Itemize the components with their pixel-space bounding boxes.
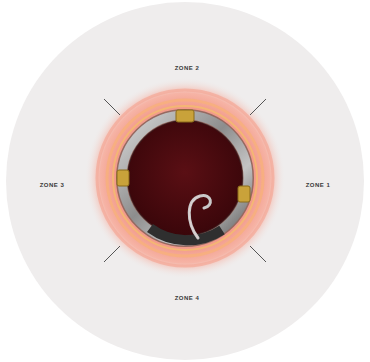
zone-label: ZONE 1 (306, 182, 331, 188)
tissue-glow (85, 78, 285, 278)
zone-divider (104, 99, 120, 115)
zone-label: ZONE 2 (175, 65, 200, 71)
background-disc (6, 2, 364, 360)
annuloplasty-ring (122, 115, 248, 241)
gold-marker (117, 170, 129, 186)
device-tip (189, 196, 210, 238)
zone-label: ZONE 3 (40, 182, 65, 188)
zone-divider (250, 246, 266, 262)
ring-dark-segment (150, 228, 222, 240)
zone-label: ZONE 4 (175, 295, 200, 301)
gold-marker (176, 110, 194, 122)
gold-marker (238, 186, 250, 202)
zone-divider (250, 99, 266, 115)
zone-divider (104, 246, 120, 262)
